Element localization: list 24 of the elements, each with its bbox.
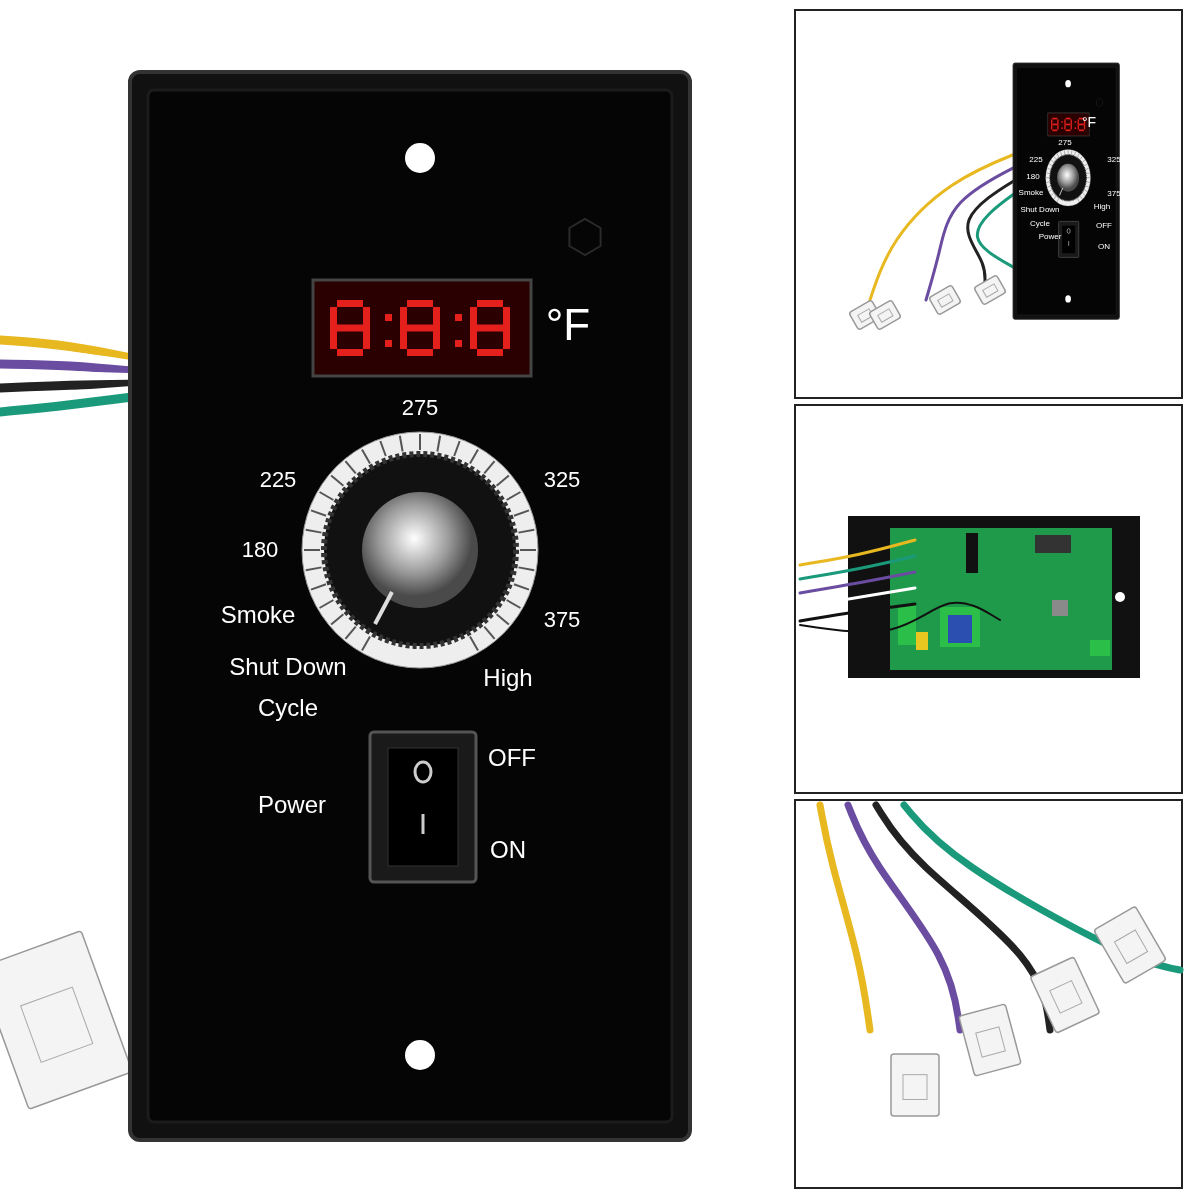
switch-label: OFF: [1096, 221, 1112, 231]
dial-mark: High: [483, 663, 533, 693]
dial-mark: 180: [241, 536, 279, 564]
switch-label: Power: [258, 790, 326, 820]
dial-mark: 225: [1029, 155, 1043, 165]
dial-mark: 275: [1058, 138, 1072, 148]
dial-mark: 375: [1107, 189, 1121, 199]
dial-mark: High: [1093, 202, 1111, 212]
dial-mark: 225: [259, 466, 297, 494]
dial-mark: 325: [543, 466, 581, 494]
dial-mark: 275: [401, 394, 439, 422]
dial-mark: Smoke: [1018, 188, 1044, 198]
dial-mark: Shut Down Cycle: [228, 652, 348, 723]
switch-label: OFF: [488, 743, 536, 773]
switch-label: ON: [490, 835, 526, 865]
dial-mark: Shut Down Cycle: [1019, 204, 1061, 230]
dial-mark: 325: [1107, 155, 1121, 165]
switch-label: Power: [1038, 232, 1062, 242]
unit-label: °F: [545, 298, 591, 351]
dial-mark: 375: [543, 606, 581, 634]
unit-label: °F: [1081, 113, 1097, 131]
dial-mark: Smoke: [220, 600, 296, 630]
switch-label: ON: [1098, 242, 1110, 252]
dial-mark: 180: [1026, 172, 1040, 182]
